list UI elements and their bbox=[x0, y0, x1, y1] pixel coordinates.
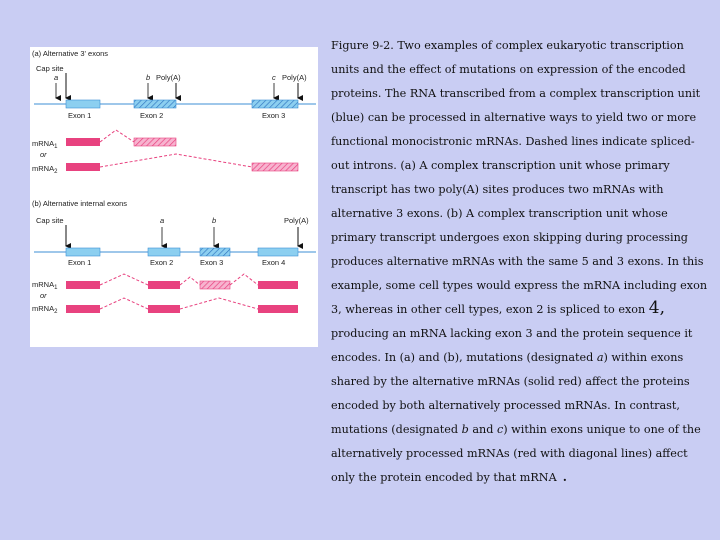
part-b-mrna2-exon-2 bbox=[148, 305, 180, 313]
caption-line: producing an mRNA lacking exon 3 and the… bbox=[331, 327, 693, 340]
caption-line: alternatively processed mRNAs (red with … bbox=[331, 447, 688, 460]
part-a-mrna2-exon-1 bbox=[66, 163, 100, 171]
part-a-exon-1-label: Exon 1 bbox=[68, 111, 91, 120]
part-b-mrna1-intron-2 bbox=[179, 276, 201, 286]
caption-line: units and the effect of mutations on exp… bbox=[331, 63, 686, 76]
part-a-exon-2 bbox=[133, 99, 177, 109]
part-a-cap-site-label: Cap site bbox=[36, 64, 64, 73]
part-b-exon-1 bbox=[65, 247, 101, 257]
caption-line: encoded by both alternatively processed … bbox=[331, 399, 680, 412]
caption-line: out introns. (a) A complex transcription… bbox=[331, 159, 670, 172]
part-b-exon-4-label: Exon 4 bbox=[262, 258, 285, 267]
part-b-exon-2 bbox=[147, 247, 181, 257]
part-a-marker-a-label: a bbox=[54, 73, 58, 82]
part-b-mrna2-intron-2 bbox=[179, 297, 259, 310]
caption-line: primary transcript undergoes exon skippi… bbox=[331, 231, 688, 244]
part-b-mrna1-intron-3 bbox=[229, 273, 259, 286]
part-a-mrna1-label: mRNA1 bbox=[32, 139, 58, 150]
caption-line: shared by the alternative mRNAs (solid r… bbox=[331, 375, 690, 388]
part-b-title: (b) Alternative internal exons bbox=[32, 199, 127, 208]
figure-caption: Figure 9-2. Two examples of complex euka… bbox=[331, 34, 708, 490]
part-b-mrna2-exon-4 bbox=[258, 305, 298, 313]
part-b-mrna2-exon-1 bbox=[66, 305, 100, 313]
part-b-mrna2-intron-1 bbox=[99, 297, 149, 310]
part-b-exon-3-label: Exon 3 bbox=[200, 258, 223, 267]
part-b-mrna1-exon-2 bbox=[148, 281, 180, 289]
part-a-mrna1-exon-2 bbox=[133, 137, 177, 147]
part-a-polya-1-label: Poly(A) bbox=[156, 73, 181, 82]
caption-line: 3, whereas in other cell types, exon 2 i… bbox=[331, 298, 666, 318]
part-a-mrna2-label: mRNA2 bbox=[32, 164, 58, 175]
caption-line: Figure 9-2. Two examples of complex euka… bbox=[331, 39, 684, 52]
caption-line: alternative 3 exons. (b) A complex trans… bbox=[331, 207, 668, 220]
caption-line: proteins. The RNA transcribed from a com… bbox=[331, 87, 701, 100]
part-b-exon-2-label: Exon 2 bbox=[150, 258, 173, 267]
part-a-exon-2-label: Exon 2 bbox=[140, 111, 163, 120]
caption-line: mutations (designated b and c) within ex… bbox=[331, 423, 701, 436]
part-b-polya-label: Poly(A) bbox=[284, 216, 309, 225]
caption-line: only the protein encoded by that mRNA . bbox=[331, 466, 568, 486]
part-b-marker-b-label: b bbox=[212, 216, 216, 225]
part-a-or-label: or bbox=[40, 150, 47, 159]
caption-line: example, some cell types would express t… bbox=[331, 279, 708, 292]
caption-line: encodes. In (a) and (b), mutations (desi… bbox=[331, 351, 684, 364]
part-b-mrna1-exon-3 bbox=[199, 280, 231, 290]
part-b-marker-a-label: a bbox=[160, 216, 164, 225]
figure-panel: (a) Alternative 3' exons Cap site a b Po… bbox=[30, 47, 318, 347]
part-b-mrna1-intron-1 bbox=[99, 273, 149, 286]
caption-line: produces alternative mRNAs with the same… bbox=[331, 255, 704, 268]
part-a-mrna2-exon-3 bbox=[251, 162, 299, 172]
part-a-marker-c-label: c bbox=[272, 73, 276, 82]
part-b-mrna2-label: mRNA2 bbox=[32, 304, 58, 315]
caption-line: (blue) can be processed in alternative w… bbox=[331, 111, 697, 124]
caption-line: transcript has two poly(A) sites produce… bbox=[331, 183, 664, 196]
part-b-mrna1-exon-4 bbox=[258, 281, 298, 289]
part-b-mrna1-exon-1 bbox=[66, 281, 100, 289]
part-a-mrna1-intron bbox=[99, 129, 135, 143]
part-a-exon-3-label: Exon 3 bbox=[262, 111, 285, 120]
part-b-or-label: or bbox=[40, 291, 47, 300]
part-b-cap-site-label: Cap site bbox=[36, 216, 64, 225]
part-a-title: (a) Alternative 3' exons bbox=[32, 49, 108, 58]
part-a-mrna1-exon-1 bbox=[66, 138, 100, 146]
part-b-exon-4 bbox=[257, 247, 299, 257]
caption-line: functional monocistronic mRNAs. Dashed l… bbox=[331, 135, 695, 148]
part-a-polya-2-label: Poly(A) bbox=[282, 73, 307, 82]
part-b-exon-1-label: Exon 1 bbox=[68, 258, 91, 267]
transcription-diagram: (a) Alternative 3' exons Cap site a b Po… bbox=[32, 49, 316, 315]
part-a-marker-b-label: b bbox=[146, 73, 150, 82]
part-a-mrna2-intron bbox=[99, 153, 253, 168]
part-b-mrna1-label: mRNA1 bbox=[32, 280, 58, 291]
part-a-exon-3 bbox=[251, 99, 299, 109]
part-b-exon-3 bbox=[199, 247, 231, 257]
part-a-exon-1 bbox=[65, 99, 101, 109]
